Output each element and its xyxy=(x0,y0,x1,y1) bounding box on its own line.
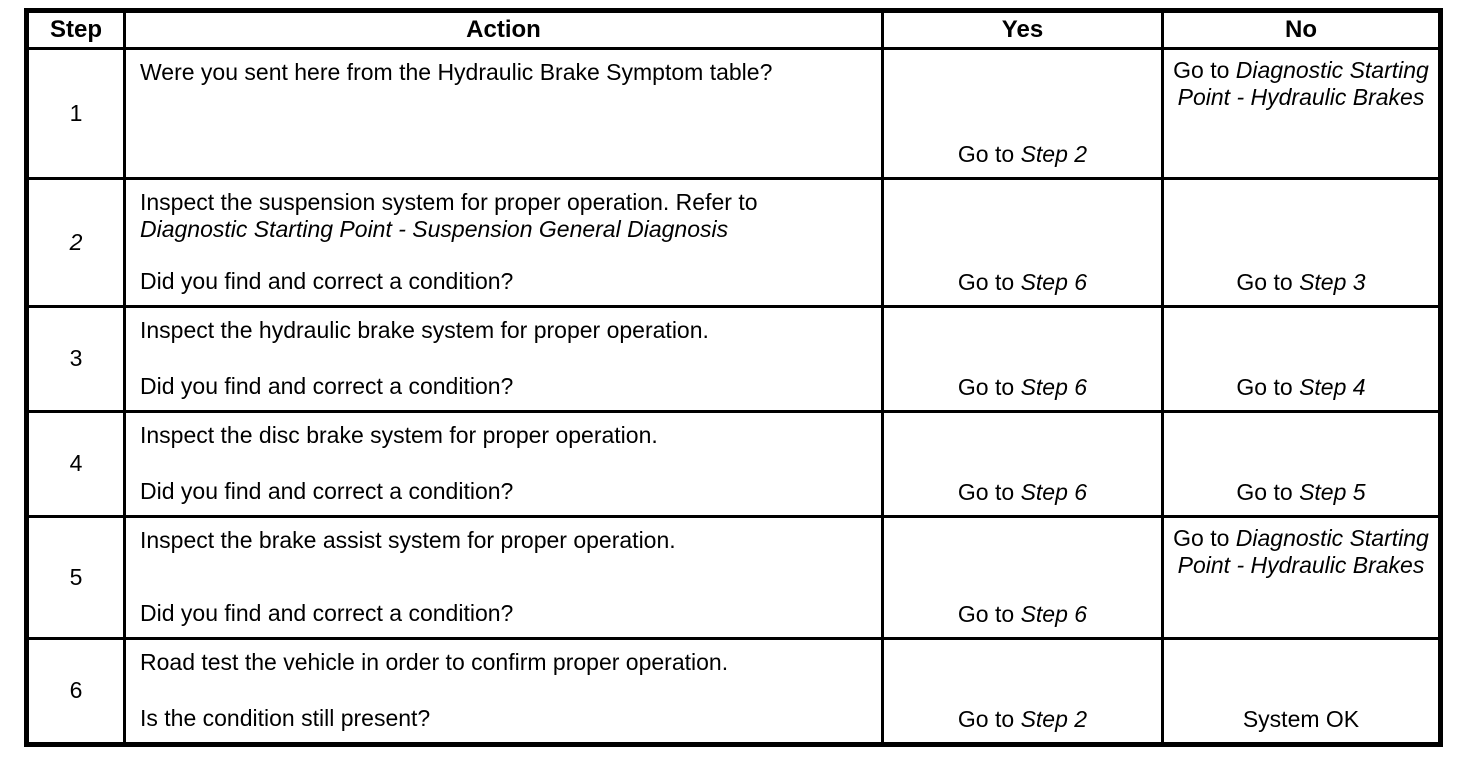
table-row: 4 Inspect the disc brake system for prop… xyxy=(25,410,1442,518)
yes-answer: Go to Step 6 xyxy=(957,601,1088,627)
action-text: Inspect the brake assist system for prop… xyxy=(140,527,676,553)
yes-cell: Go to Step 2 xyxy=(881,637,1164,746)
step-number: 2 xyxy=(25,177,126,308)
action-cell: Inspect the brake assist system for prop… xyxy=(123,515,884,640)
col-header-step: Step xyxy=(25,9,126,50)
action-question: Is the condition still present? xyxy=(140,705,431,731)
no-cell: Go to Diagnostic Starting Point - Hydrau… xyxy=(1161,515,1442,640)
yes-answer: Go to Step 2 xyxy=(957,141,1088,167)
action-question: Did you find and correct a condition? xyxy=(140,373,514,399)
yes-answer: Go to Step 6 xyxy=(957,479,1088,505)
no-answer: Go to Step 4 xyxy=(1236,374,1366,400)
action-cell: Road test the vehicle in order to confir… xyxy=(123,637,884,746)
action-cell: Were you sent here from the Hydraulic Br… xyxy=(123,47,884,180)
yes-answer: Go to Step 2 xyxy=(957,706,1088,732)
step-number: 1 xyxy=(25,47,126,180)
action-text: Road test the vehicle in order to confir… xyxy=(140,649,729,675)
yes-cell: Go to Step 6 xyxy=(881,177,1164,308)
step-number: 5 xyxy=(25,515,126,640)
no-answer: Go to Diagnostic Starting Point - Hydrau… xyxy=(1173,57,1429,110)
action-question: Did you find and correct a condition? xyxy=(140,478,514,504)
no-cell: Go to Step 3 xyxy=(1161,177,1442,308)
table-row: 6 Road test the vehicle in order to conf… xyxy=(25,637,1442,746)
col-header-action: Action xyxy=(123,9,884,50)
no-cell: System OK xyxy=(1161,637,1442,746)
no-cell: Go to Diagnostic Starting Point - Hydrau… xyxy=(1161,47,1442,180)
table-row: 3 Inspect the hydraulic brake system for… xyxy=(25,305,1442,413)
action-text: Inspect the disc brake system for proper… xyxy=(140,422,658,448)
yes-cell: Go to Step 6 xyxy=(881,305,1164,413)
col-header-no: No xyxy=(1161,9,1442,50)
action-question: Did you find and correct a condition? xyxy=(140,268,514,294)
col-header-yes: Yes xyxy=(881,9,1164,50)
action-cell: Inspect the disc brake system for proper… xyxy=(123,410,884,518)
action-cell: Inspect the hydraulic brake system for p… xyxy=(123,305,884,413)
yes-answer: Go to Step 6 xyxy=(957,269,1088,295)
action-cell: Inspect the suspension system for proper… xyxy=(123,177,884,308)
no-cell: Go to Step 4 xyxy=(1161,305,1442,413)
no-answer: Go to Step 5 xyxy=(1236,479,1366,505)
yes-cell: Go to Step 6 xyxy=(881,410,1164,518)
action-question: Did you find and correct a condition? xyxy=(140,600,514,626)
table-row: 1 Were you sent here from the Hydraulic … xyxy=(25,47,1442,180)
action-text: Inspect the suspension system for proper… xyxy=(140,189,758,242)
step-number: 4 xyxy=(25,410,126,518)
diagnostic-table: Step Action Yes No 1 Were you sent here … xyxy=(24,8,1443,747)
action-text: Inspect the hydraulic brake system for p… xyxy=(140,317,709,343)
yes-answer: Go to Step 6 xyxy=(957,374,1088,400)
action-text: Were you sent here from the Hydraulic Br… xyxy=(140,59,773,85)
step-number: 6 xyxy=(25,637,126,746)
no-cell: Go to Step 5 xyxy=(1161,410,1442,518)
no-answer: Go to Diagnostic Starting Point - Hydrau… xyxy=(1173,525,1429,578)
yes-cell: Go to Step 2 xyxy=(881,47,1164,180)
step-number: 3 xyxy=(25,305,126,413)
table-row: 2 Inspect the suspension system for prop… xyxy=(25,177,1442,308)
no-answer: System OK xyxy=(1242,706,1360,732)
table-row: 5 Inspect the brake assist system for pr… xyxy=(25,515,1442,640)
no-answer: Go to Step 3 xyxy=(1236,269,1366,295)
header-row: Step Action Yes No xyxy=(25,9,1442,50)
yes-cell: Go to Step 6 xyxy=(881,515,1164,640)
